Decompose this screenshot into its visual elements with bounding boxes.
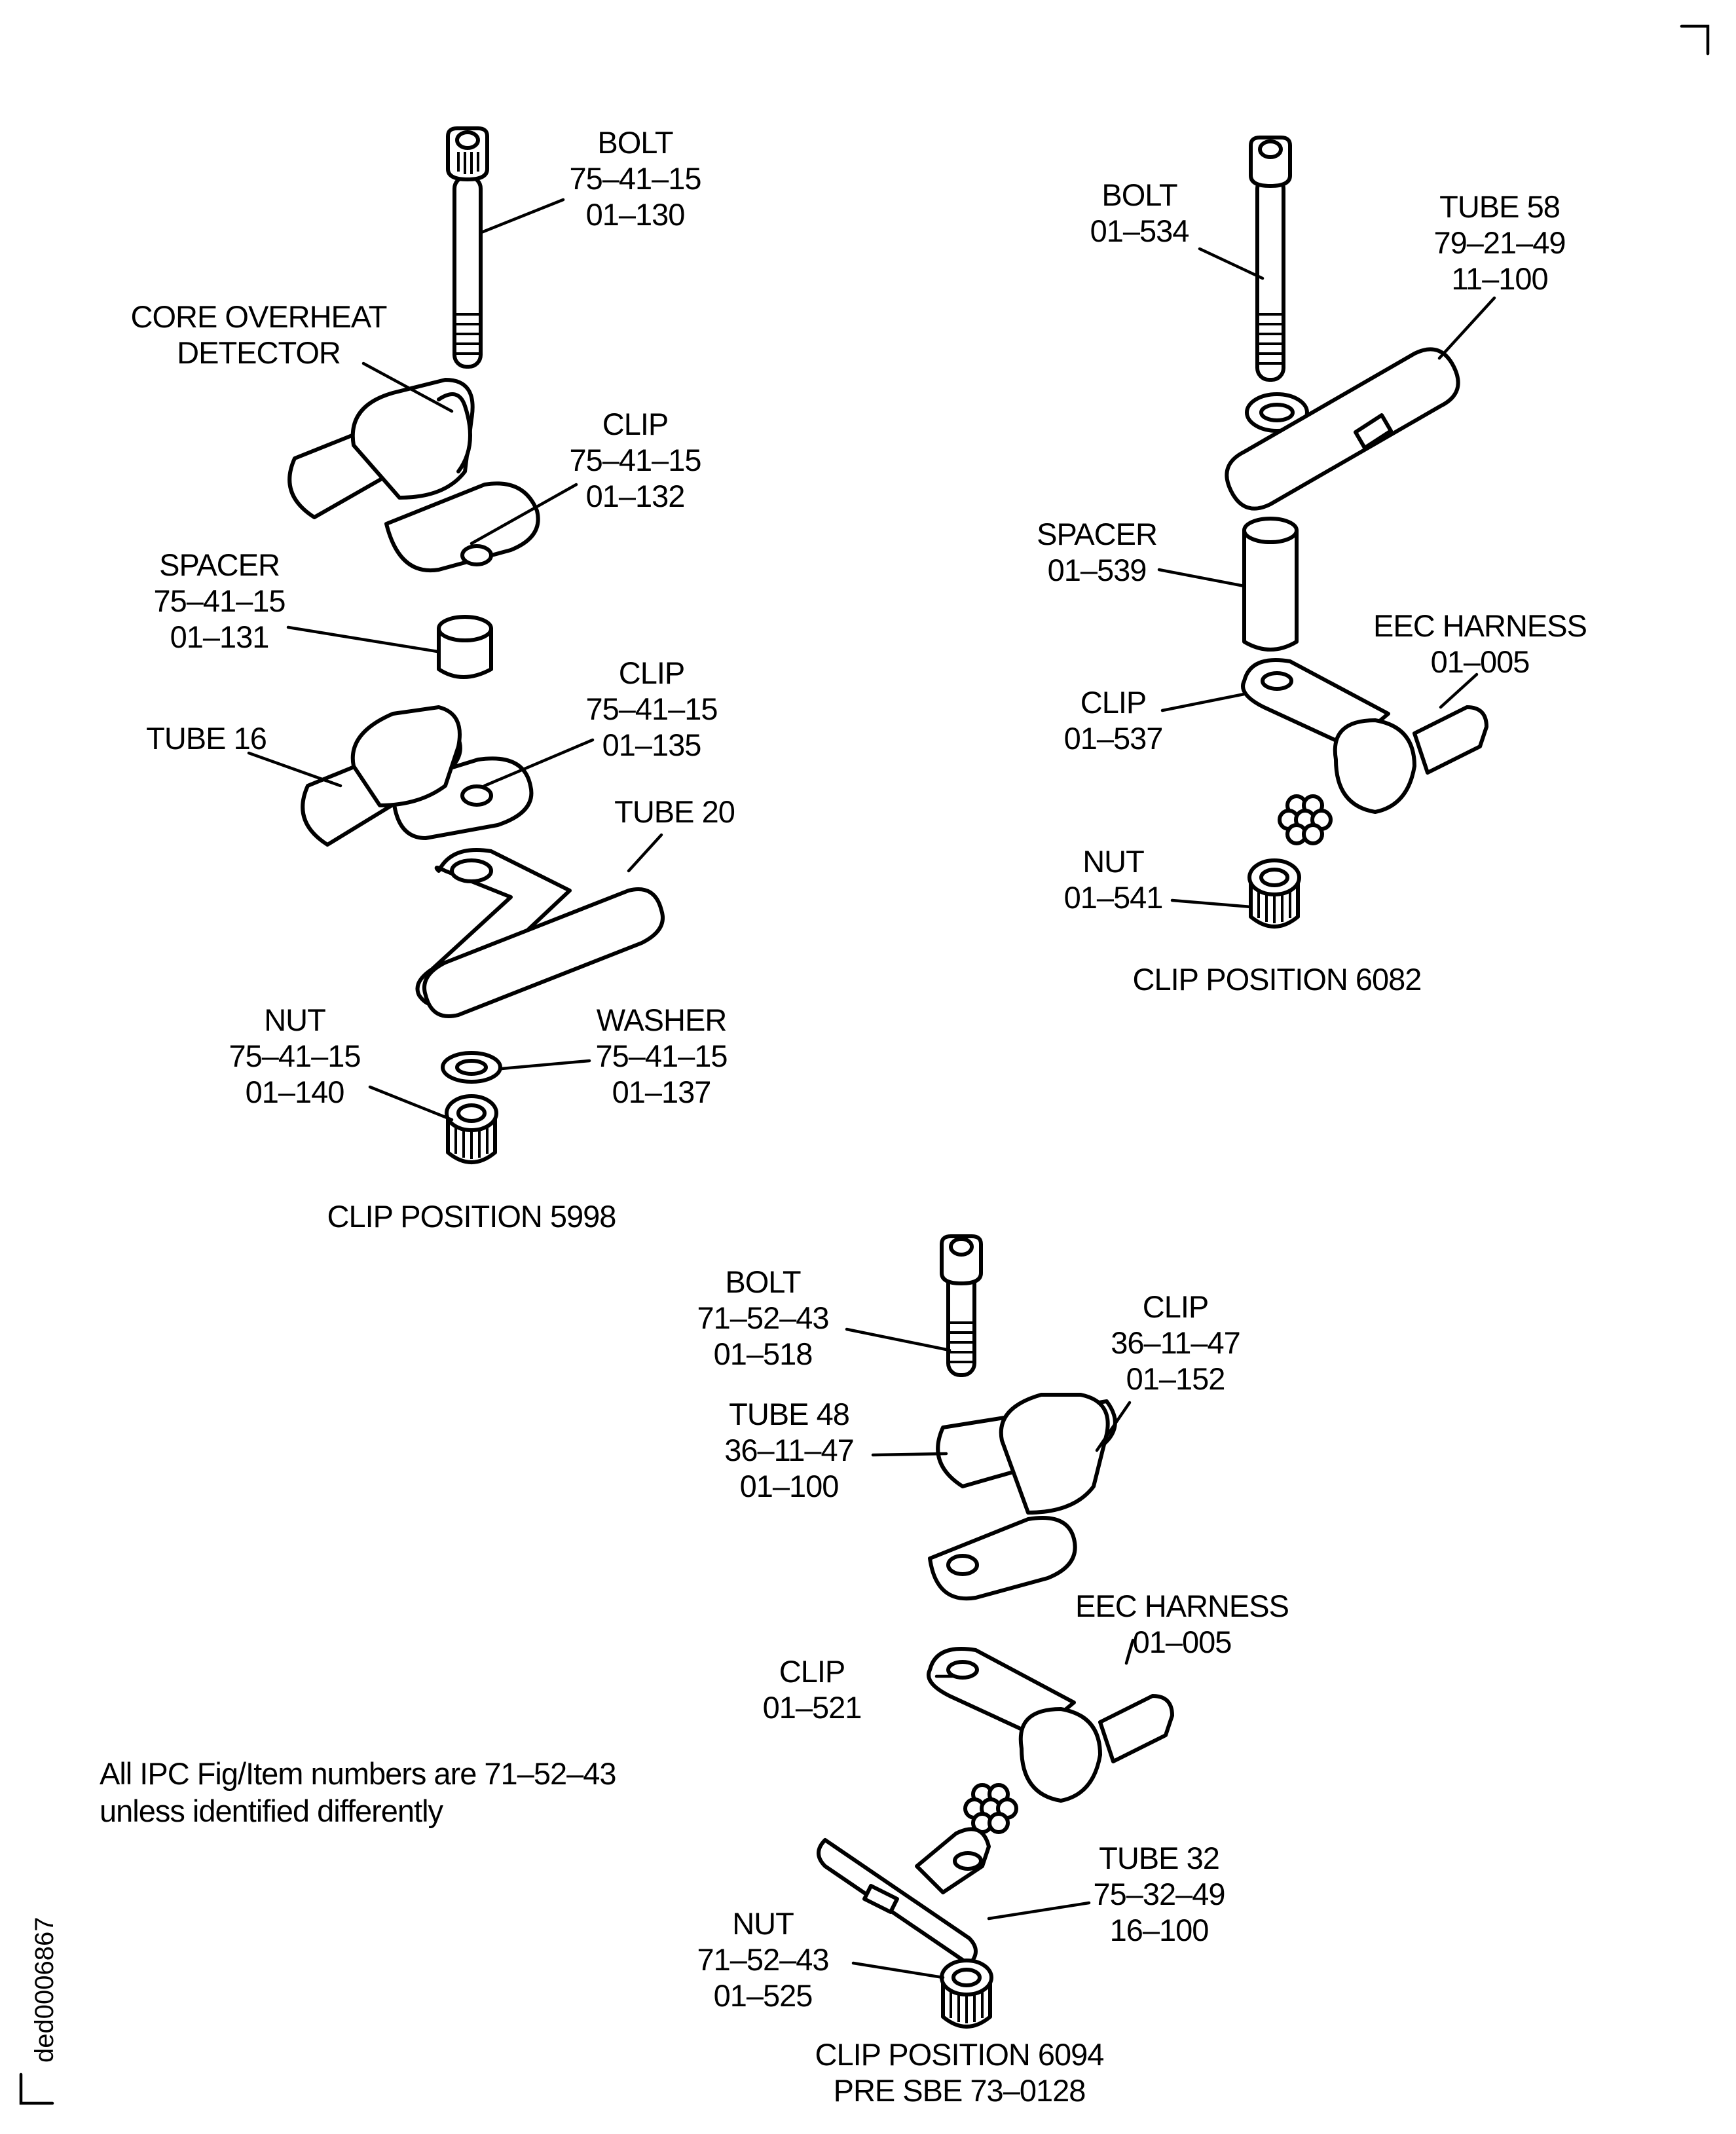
part-label-tube-20: TUBE 20 [614,794,735,829]
part-label-spacer-5998: SPACER 75–41–15 01–131 [153,547,286,654]
tube-32-drawing [817,1827,991,1966]
tube-58-drawing [1225,347,1460,511]
nut-6082-drawing [1247,858,1301,929]
caption-clip-position-6082: CLIP POSITION 6082 [1132,962,1422,997]
bolt-6082-drawing [1249,136,1292,382]
leader-lines-6082 [1157,247,1496,909]
ipc-numbering-note: All IPC Fig/Item numbers are 71–52–43 un… [100,1756,617,1828]
part-label-nut-6082: NUT 01–541 [1063,844,1164,915]
clip-5998-a-drawing [287,378,540,573]
part-label-tube-16: TUBE 16 [146,721,267,756]
caption-clip-position-6094: CLIP POSITION 6094 PRE SBE 73–0128 [815,2037,1105,2108]
part-label-tube-32: TUBE 32 75–32–49 16–100 [1093,1841,1225,1947]
part-label-clip-6094-b: CLIP 01–521 [762,1654,862,1725]
part-label-nut-5998: NUT 75–41–15 01–140 [229,1003,361,1109]
part-label-eec-harness-6094: EEC HARNESS 01–005 [1075,1589,1289,1659]
part-label-washer-5998: WASHER 75–41–15 01–137 [595,1003,728,1109]
part-label-clip-6082: CLIP 01–537 [1063,685,1164,756]
part-label-nut-6094: NUT 71–52–43 01–525 [697,1906,829,2013]
corner-mark-bottom-left [19,2072,54,2105]
part-label-bolt-6082: BOLT 01–534 [1090,177,1190,248]
part-label-tube-58: TUBE 58 79–21–49 11–100 [1433,189,1566,296]
nut-5998-drawing [445,1094,498,1164]
document-id: ded0006867 [30,1917,59,2063]
part-label-eec-harness-6082: EEC HARNESS 01–005 [1373,608,1587,679]
clip-6094-b-drawing [927,1647,1174,1834]
spacer-6082-drawing [1242,517,1299,652]
spacer-5998-drawing [437,615,493,679]
leader-lines-5998 [247,198,663,1122]
leader-lines-6094 [845,1327,1135,1979]
part-label-clip-5998-a: CLIP 75–41–15 01–132 [569,407,701,513]
bolt-5998-drawing [446,126,489,369]
bolt-6094-drawing [940,1234,983,1377]
clip-5998-c-drawing [415,848,665,1018]
part-label-clip-5998-b: CLIP 75–41–15 01–135 [585,655,718,762]
clip-6094-a-drawing [928,1393,1117,1601]
part-label-bolt-5998: BOLT 75–41–15 01–130 [569,125,701,232]
part-label-core-overheat-detector: CORE OVERHEAT DETECTOR [130,299,388,370]
part-label-tube-48: TUBE 48 36–11–47 01–100 [724,1397,855,1503]
clip-5998-b-drawing [301,705,534,847]
nut-6094-drawing [940,1959,993,2029]
part-label-clip-6094-a: CLIP 36–11–47 01–152 [1111,1289,1241,1396]
washer-5998-drawing [441,1051,502,1084]
part-label-spacer-6082: SPACER 01–539 [1037,517,1158,587]
clip-6082-drawing [1241,658,1488,845]
corner-mark-top-right [1680,24,1710,56]
caption-clip-position-5998: CLIP POSITION 5998 [327,1199,617,1234]
part-label-bolt-6094: BOLT 71–52–43 01–518 [697,1264,829,1371]
